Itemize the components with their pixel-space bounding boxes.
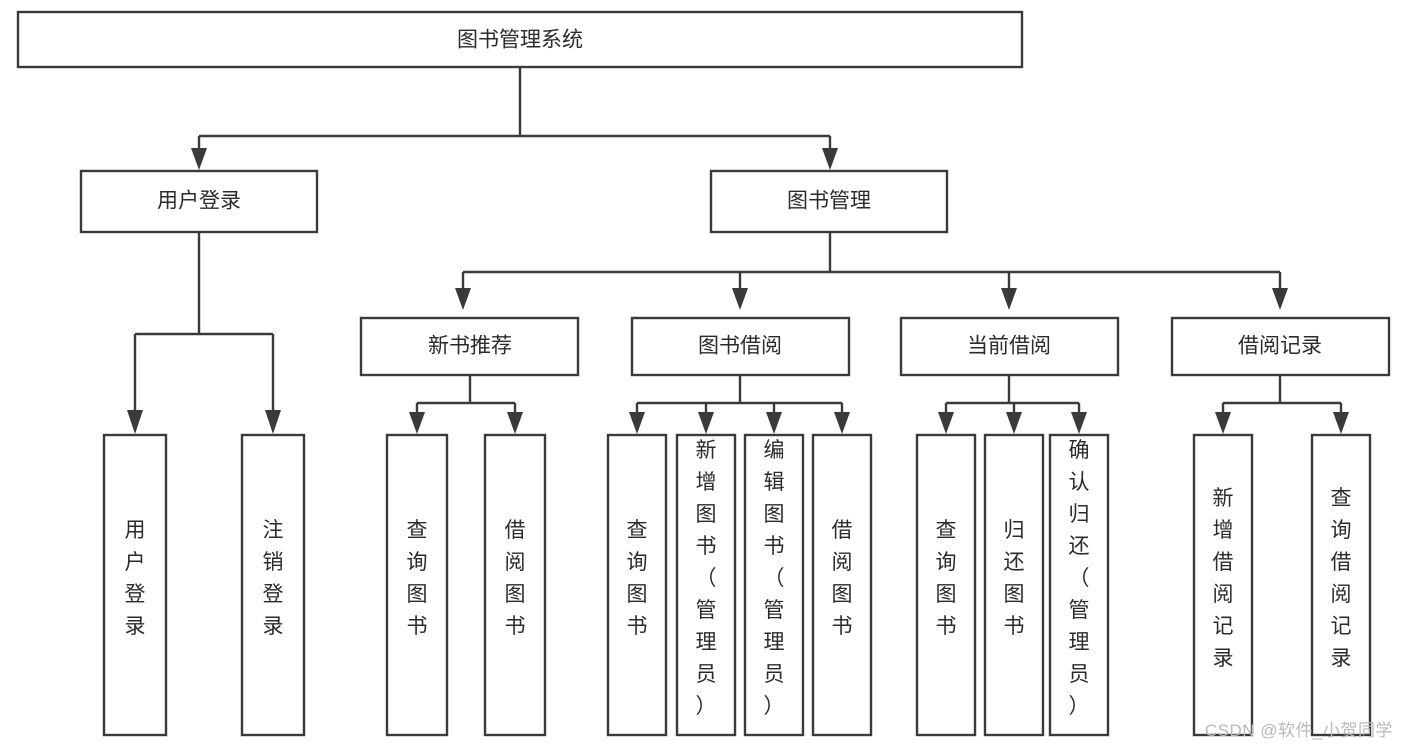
leaf-add-record-label: 新增借阅记录 bbox=[1213, 487, 1234, 670]
leaf-confirm-return-label: 确认归还（管理员） bbox=[1069, 439, 1090, 718]
node-book-management[interactable]: 图书管理 bbox=[709, 169, 949, 234]
node-leaf-query-book-2[interactable]: 查询图书 bbox=[606, 433, 668, 737]
leaf-query-book-1-box[interactable] bbox=[385, 433, 449, 737]
arrow-head-book-borrow bbox=[732, 288, 748, 310]
book-borrow-label: 图书借阅 bbox=[698, 335, 782, 358]
leaf-borrow-book-1-box[interactable] bbox=[483, 433, 547, 737]
arrow-head-leaf-edit-book bbox=[766, 412, 782, 434]
leaf-return-book-box[interactable] bbox=[983, 433, 1045, 737]
node-user-login[interactable]: 用户登录 bbox=[79, 169, 319, 234]
user-login-box[interactable] bbox=[79, 169, 319, 234]
arrow-head-leaf-confirm-return bbox=[1071, 412, 1087, 434]
node-leaf-query-book-1[interactable]: 查询图书 bbox=[385, 433, 449, 737]
node-leaf-user-login[interactable]: 用户登录 bbox=[102, 433, 168, 737]
arrow-head-leaf-user-login bbox=[127, 410, 143, 434]
leaf-nodes-layer: 用户登录 注销登录 查询图书 借阅图书 查询图书 新增图书（管理员） bbox=[102, 433, 1372, 737]
leaf-confirm-return-box[interactable] bbox=[1048, 433, 1110, 737]
borrow-record-box[interactable] bbox=[1170, 316, 1391, 377]
current-borrow-box[interactable] bbox=[899, 316, 1120, 377]
arrow-head-current-borrow bbox=[1001, 288, 1017, 310]
arrow-head-borrow-record bbox=[1272, 288, 1288, 310]
node-leaf-edit-book[interactable]: 编辑图书（管理员） bbox=[743, 433, 805, 737]
arrow-head-user-login bbox=[191, 148, 207, 170]
node-current-borrow[interactable]: 当前借阅 bbox=[899, 316, 1120, 377]
node-new-book-recommend[interactable]: 新书推荐 bbox=[359, 316, 580, 377]
node-leaf-user-logout[interactable]: 注销登录 bbox=[240, 433, 306, 737]
leaf-edit-book-label: 编辑图书（管理员） bbox=[764, 439, 785, 718]
book-borrow-box[interactable] bbox=[630, 316, 851, 377]
leaf-borrow-book-1-label: 借阅图书 bbox=[505, 519, 526, 638]
arrow-head-leaf-return-book bbox=[1006, 412, 1022, 434]
arrow-head-leaf-query-book-1 bbox=[409, 412, 425, 434]
connector-layer bbox=[127, 67, 1349, 434]
node-leaf-query-book-3[interactable]: 查询图书 bbox=[915, 433, 977, 737]
node-leaf-confirm-return[interactable]: 确认归还（管理员） bbox=[1048, 433, 1110, 737]
leaf-user-login-box[interactable] bbox=[102, 433, 168, 737]
arrow-head-leaf-query-record bbox=[1333, 412, 1349, 434]
arrow-head-leaf-add-record bbox=[1215, 412, 1231, 434]
arrow-head-leaf-query-book-3 bbox=[938, 412, 954, 434]
arrow-head-leaf-borrow-book-1 bbox=[507, 412, 523, 434]
node-root-system[interactable]: 图书管理系统 bbox=[16, 10, 1024, 69]
leaf-add-book-box[interactable] bbox=[675, 433, 737, 737]
arrow-head-leaf-add-book bbox=[698, 412, 714, 434]
leaf-query-book-1-label: 查询图书 bbox=[407, 519, 428, 638]
leaf-query-book-3-label: 查询图书 bbox=[936, 519, 957, 638]
borrow-record-label: 借阅记录 bbox=[1238, 335, 1322, 358]
leaf-return-book-label: 归还图书 bbox=[1004, 519, 1025, 638]
node-leaf-query-record[interactable]: 查询借阅记录 bbox=[1310, 433, 1372, 737]
leaf-query-book-2-label: 查询图书 bbox=[627, 519, 648, 638]
node-borrow-record[interactable]: 借阅记录 bbox=[1170, 316, 1391, 377]
leaf-add-book-label: 新增图书（管理员） bbox=[696, 439, 717, 718]
leaf-user-logout-label: 注销登录 bbox=[263, 519, 284, 638]
root-label: 图书管理系统 bbox=[457, 29, 583, 52]
leaf-user-logout-box[interactable] bbox=[240, 433, 306, 737]
leaf-query-book-2-box[interactable] bbox=[606, 433, 668, 737]
node-leaf-borrow-book-1[interactable]: 借阅图书 bbox=[483, 433, 547, 737]
node-leaf-add-record[interactable]: 新增借阅记录 bbox=[1192, 433, 1254, 737]
node-book-borrow[interactable]: 图书借阅 bbox=[630, 316, 851, 377]
root-box[interactable] bbox=[16, 10, 1024, 69]
arrow-head-new-book-recommend bbox=[455, 288, 471, 310]
leaf-borrow-book-2-box[interactable] bbox=[811, 433, 873, 737]
watermark-text: CSDN @软件_小贺同学 bbox=[1204, 721, 1393, 740]
arrow-head-leaf-borrow-book-2 bbox=[834, 412, 850, 434]
arrow-head-leaf-query-book-2 bbox=[629, 412, 645, 434]
leaf-borrow-book-2-label: 借阅图书 bbox=[832, 519, 853, 638]
new-book-recommend-box[interactable] bbox=[359, 316, 580, 377]
user-login-label: 用户登录 bbox=[157, 190, 241, 213]
book-management-label: 图书管理 bbox=[787, 190, 871, 213]
leaf-query-book-3-box[interactable] bbox=[915, 433, 977, 737]
arrow-head-book-management bbox=[822, 148, 838, 170]
leaf-query-record-box[interactable] bbox=[1310, 433, 1372, 737]
node-leaf-add-book[interactable]: 新增图书（管理员） bbox=[675, 433, 737, 737]
new-book-recommend-label: 新书推荐 bbox=[428, 335, 512, 358]
leaf-add-record-box[interactable] bbox=[1192, 433, 1254, 737]
leaf-edit-book-box[interactable] bbox=[743, 433, 805, 737]
book-management-box[interactable] bbox=[709, 169, 949, 234]
node-leaf-borrow-book-2[interactable]: 借阅图书 bbox=[811, 433, 873, 737]
arrow-head-leaf-user-logout bbox=[265, 410, 281, 434]
current-borrow-label: 当前借阅 bbox=[967, 335, 1051, 358]
node-leaf-return-book[interactable]: 归还图书 bbox=[983, 433, 1045, 737]
leaf-query-record-label: 查询借阅记录 bbox=[1331, 487, 1352, 670]
leaf-user-login-label: 用户登录 bbox=[125, 519, 146, 638]
